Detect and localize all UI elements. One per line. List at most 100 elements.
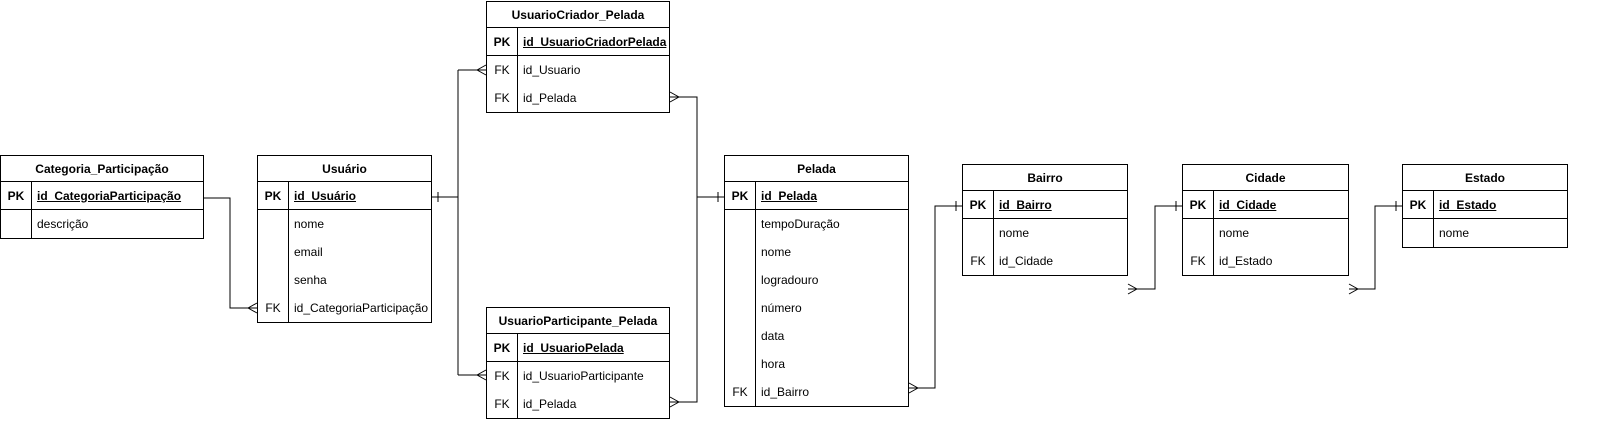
field-name: id_Cidade: [1219, 197, 1277, 212]
entity-title: Cidade: [1183, 165, 1348, 191]
key-type: FK: [1190, 254, 1206, 268]
field-name: id_Pelada: [523, 397, 577, 411]
key-column-divider: [517, 28, 518, 112]
field-name: id_Estado: [1439, 197, 1497, 212]
key-type: PK: [493, 34, 511, 49]
key-type: FK: [265, 301, 281, 315]
connector-cidade-estado: [1349, 205, 1402, 290]
crowfoot-usuario-categoria: [247, 302, 258, 314]
field-row[interactable]: PK id_CategoriaParticipação: [1, 182, 203, 210]
field-row[interactable]: FK id_Bairro: [725, 378, 908, 406]
crowfoot-criador-usuario: [476, 64, 487, 76]
key-column-divider: [31, 182, 32, 238]
entity-title: UsuarioCriador_Pelada: [487, 2, 669, 28]
field-name: id_Usuário: [294, 188, 357, 203]
field-name: id_Bairro: [999, 197, 1052, 212]
field-row[interactable]: nome: [258, 210, 431, 238]
field-row[interactable]: PK id_Estado: [1403, 191, 1567, 219]
crowfoot-participante-pelada: [669, 396, 680, 408]
connector-pelada-bairro: [909, 205, 962, 389]
key-type: PK: [969, 197, 987, 212]
field-name: id_CategoriaParticipação: [37, 188, 182, 203]
key-column-divider: [517, 334, 518, 418]
connector-bairro-cidade: [1128, 205, 1182, 290]
key-type: FK: [494, 91, 510, 105]
field-row[interactable]: data: [725, 322, 908, 350]
field-name: id_Estado: [1219, 254, 1273, 268]
field-row[interactable]: nome: [725, 238, 908, 266]
key-type: FK: [970, 254, 986, 268]
field-row[interactable]: FK id_Cidade: [963, 247, 1127, 275]
field-name: id_Pelada: [523, 91, 577, 105]
field-row[interactable]: email: [258, 238, 431, 266]
key-type: FK: [494, 63, 510, 77]
key-column-divider: [755, 182, 756, 406]
field-row[interactable]: tempoDuração: [725, 210, 908, 238]
entity-title: Usuário: [258, 156, 431, 182]
crowfoot-criador-pelada: [669, 91, 680, 103]
field-row[interactable]: número: [725, 294, 908, 322]
crowfoot-cidade-estado: [1348, 283, 1359, 295]
field-name: data: [761, 329, 785, 343]
key-type: PK: [731, 188, 749, 203]
field-row[interactable]: PK id_Bairro: [963, 191, 1127, 219]
key-column-divider: [993, 191, 994, 275]
field-row[interactable]: FK id_Pelada: [487, 84, 669, 112]
key-column-divider: [288, 182, 289, 322]
field-name: email: [294, 245, 323, 259]
field-row[interactable]: hora: [725, 350, 908, 378]
field-name: senha: [294, 273, 327, 287]
field-name: descrição: [37, 217, 89, 231]
field-name: id_UsuarioCriadorPelada: [523, 34, 667, 49]
entity-title: Estado: [1403, 165, 1567, 191]
entity-title: Categoria_Participação: [1, 156, 203, 182]
field-name: nome: [294, 217, 325, 231]
entity-title: Bairro: [963, 165, 1127, 191]
field-name: id_UsuarioParticipante: [523, 369, 644, 383]
field-row[interactable]: FK id_Estado: [1183, 247, 1348, 275]
field-row[interactable]: FK id_UsuarioParticipante: [487, 362, 669, 390]
field-name: número: [761, 301, 802, 315]
field-name: id_UsuarioPelada: [523, 340, 624, 355]
field-name: nome: [761, 245, 792, 259]
field-row[interactable]: logradouro: [725, 266, 908, 294]
field-name: logradouro: [761, 273, 819, 287]
entity-title: Pelada: [725, 156, 908, 182]
field-name: id_Bairro: [761, 385, 810, 399]
key-type: FK: [494, 369, 510, 383]
field-name: hora: [761, 357, 786, 371]
crowfoot-pelada-bairro: [908, 382, 919, 394]
field-row[interactable]: nome: [963, 219, 1127, 247]
field-row[interactable]: PK id_UsuarioCriadorPelada: [487, 28, 669, 56]
field-name: nome: [1219, 226, 1250, 240]
field-name: id_Cidade: [999, 254, 1054, 268]
connector-categoria-usuario: [204, 197, 257, 309]
key-column-divider: [1433, 191, 1434, 247]
crowfoot-participante-usuario: [476, 369, 487, 381]
key-type: PK: [1409, 197, 1427, 212]
field-row[interactable]: nome: [1403, 219, 1567, 247]
field-row[interactable]: senha: [258, 266, 431, 294]
field-row[interactable]: nome: [1183, 219, 1348, 247]
field-name: tempoDuração: [761, 217, 840, 231]
key-type: FK: [732, 385, 748, 399]
field-row[interactable]: descrição: [1, 210, 203, 238]
entity-title: UsuarioParticipante_Pelada: [487, 308, 669, 334]
key-type: PK: [7, 188, 25, 203]
